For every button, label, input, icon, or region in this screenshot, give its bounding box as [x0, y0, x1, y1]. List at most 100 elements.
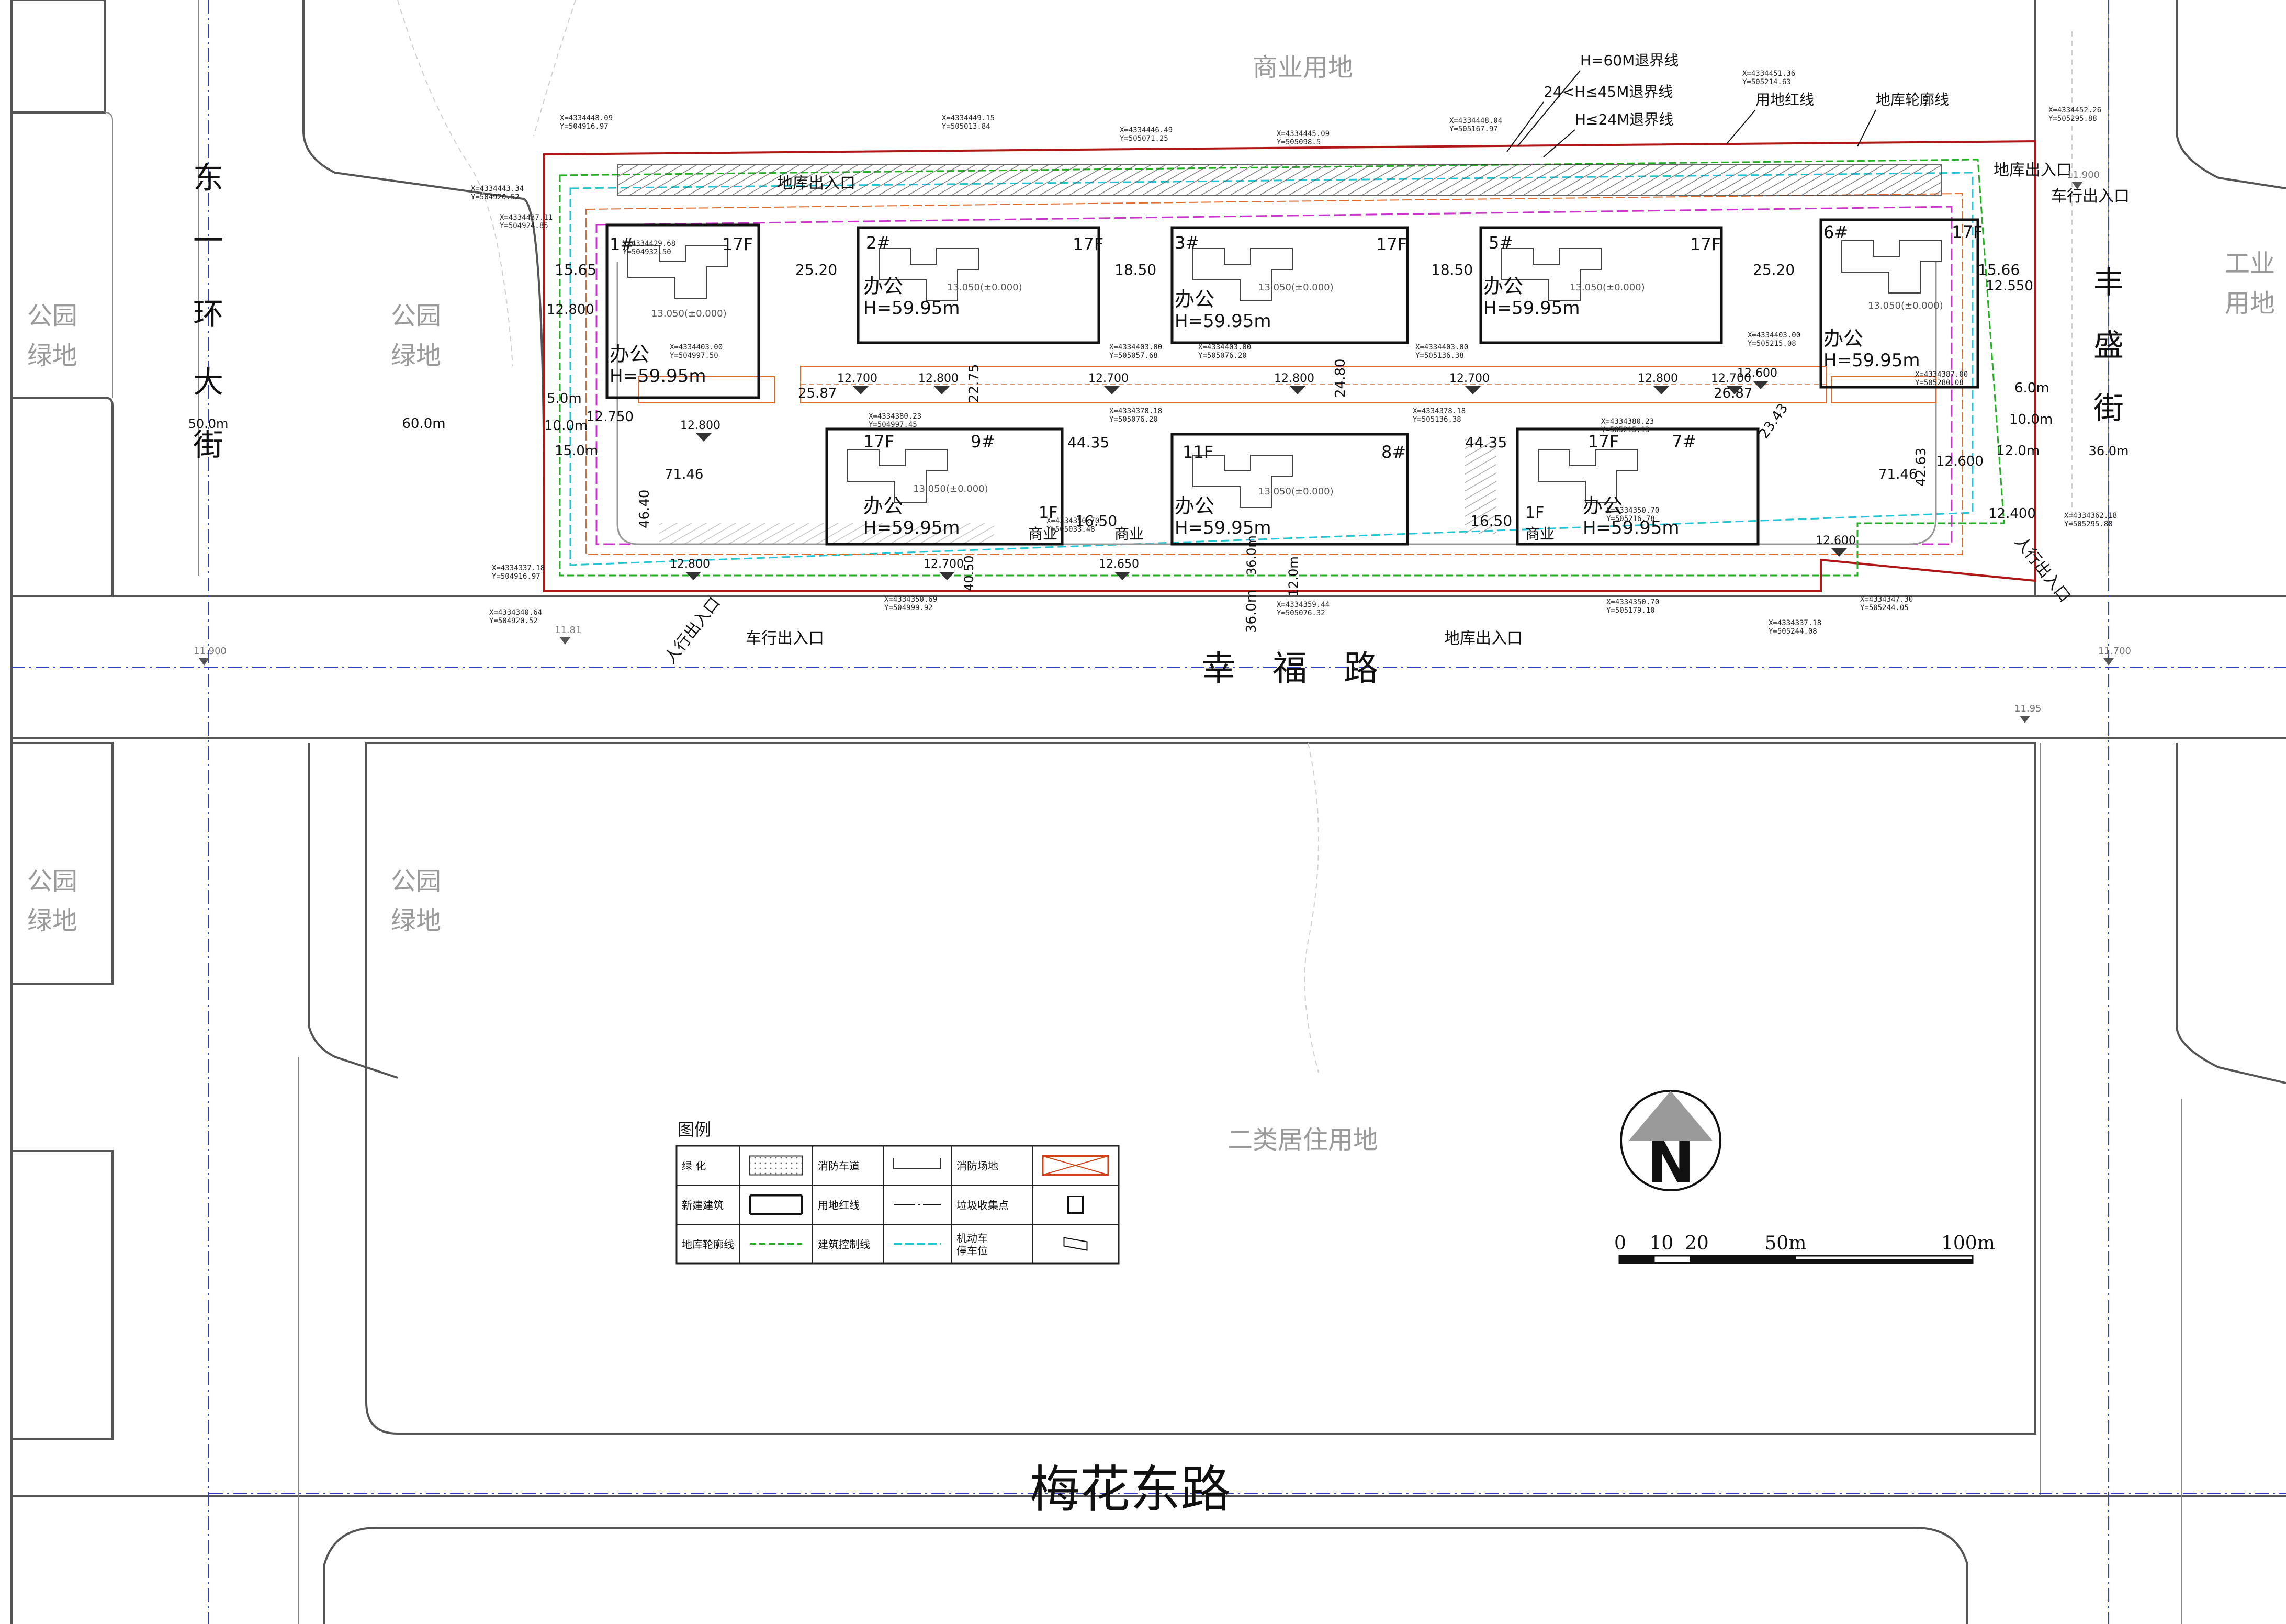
road-dongyi-char: 东 [193, 160, 223, 196]
building-id: 2# [866, 233, 891, 253]
entrance-pedestrian-sw: 人行出入口 [661, 594, 724, 667]
dim-bottom-gap: 16.50 [1075, 512, 1117, 529]
dim-top-gap: 18.50 [1114, 261, 1156, 278]
building-height: H=59.95m [1583, 517, 1680, 538]
dim-right: 71.46 [1878, 467, 1917, 482]
road-network [10, 0, 2286, 1624]
building-core [627, 245, 728, 299]
legend-item-label: 消防场地 [956, 1160, 998, 1172]
dim-elevation: 12.700 [1449, 372, 1490, 385]
ground-marker [560, 637, 570, 645]
dim-elevation: 12.700 [837, 372, 877, 385]
garage-outline [559, 159, 2005, 577]
north-arrow-head [1629, 1091, 1713, 1141]
road-dongyi-setback: 60.0m [402, 416, 445, 432]
building-floors: 17F [1588, 432, 1619, 452]
dim-left: 25.87 [798, 386, 837, 401]
legend-item-label: 消防车道 [818, 1160, 860, 1172]
building-use: 办公 [1823, 327, 1863, 350]
h60-setback [585, 193, 1963, 555]
dim-width: 12.0m [1286, 556, 1301, 596]
building-use: 办公 [1175, 494, 1214, 517]
dim-elevation: 12.700 [1088, 372, 1129, 385]
building-podium-use: 商业 [1114, 525, 1144, 543]
building-outline [1170, 226, 1409, 344]
dim-bottom-gap: 44.35 [1067, 434, 1109, 451]
callout-h24-45: 24<H≤45M退界线 [1544, 83, 1673, 100]
building-use: 办公 [1175, 288, 1214, 311]
ground-marker [2072, 182, 2082, 189]
road-dongyi-char: 环 [193, 296, 223, 332]
dim-left: 22.75 [966, 364, 982, 403]
road-dongyi-char: 街 [193, 427, 223, 463]
legend-item-label: 建筑控制线 [818, 1238, 870, 1251]
building-height: H=59.95m [1483, 298, 1580, 319]
ground-marker [2020, 716, 2030, 723]
dim-left: 12.750 [586, 409, 634, 425]
dim-elevation: 12.800 [670, 558, 710, 571]
north-arrow: N [1620, 1090, 1721, 1196]
dim-left: 12.800 [547, 302, 594, 318]
ground-elevation: 11.900 [194, 646, 227, 657]
legend-symbol-firesite [1042, 1155, 1109, 1176]
dim-right: 6.0m [2014, 380, 2049, 396]
dim-right: 24.80 [1333, 359, 1348, 398]
dim-left: 10.0m [544, 418, 588, 434]
building-podium-floors: 1F [1039, 504, 1057, 522]
dim-elevation: 12.600 [1816, 534, 1856, 547]
buildings-layer: 1#17F办公H=59.95m13.050(±0.000)2#17F办公H=59… [605, 218, 1983, 546]
setback-line [595, 206, 1953, 545]
contour-lines [397, 0, 2073, 1073]
building-elevation: 13.050(±0.000) [1258, 486, 1334, 497]
building-core [1192, 455, 1293, 508]
road-fengsheng-width: 36.0m [2089, 444, 2129, 458]
dim-top-gap: 25.20 [795, 261, 837, 278]
scale-bar-label: 0 [1614, 1233, 1626, 1254]
dim-left: 5.0m [547, 391, 582, 407]
dim-width: 36.0m [1244, 535, 1259, 576]
legend: 图例 绿 化消防车道消防场地新建建筑用地红线垃圾收集点地库轮廓线建筑控制线机动车… [675, 1120, 1120, 1265]
dim-bottom-gap: 16.50 [1470, 512, 1512, 529]
building-core [1538, 449, 1638, 503]
industrial-line2: 用地 [2225, 289, 2275, 318]
line-legend-callouts: H=60M退界线 24<H≤45M退界线 H≤24M退界线 用地红线 地库轮廓线 [1506, 52, 1949, 157]
ground-elevation: 11.700 [2098, 646, 2131, 657]
road-dongyi-char: 一 [193, 223, 223, 258]
scale-bar-segment [1796, 1259, 1973, 1263]
elevation-marker [934, 386, 950, 394]
building-outline [1516, 427, 1760, 546]
building-elevation: 13.050(±0.000) [1258, 282, 1334, 293]
building-id: 8# [1381, 442, 1406, 462]
callout-garage-outline: 地库轮廓线 [1876, 91, 1949, 108]
legend-symbol-dots [749, 1155, 803, 1176]
building-height: H=59.95m [610, 366, 706, 387]
south-hatch-2 [1465, 439, 1496, 534]
legend-item-label: 用地红线 [818, 1199, 860, 1212]
legend-item-label: 绿 化 [682, 1160, 706, 1172]
building-height: H=59.95m [1823, 350, 1920, 371]
elevation-marker [1104, 386, 1120, 394]
building-id: 1# [610, 234, 634, 254]
dim-top-gap: 15.66 [1978, 261, 2020, 278]
